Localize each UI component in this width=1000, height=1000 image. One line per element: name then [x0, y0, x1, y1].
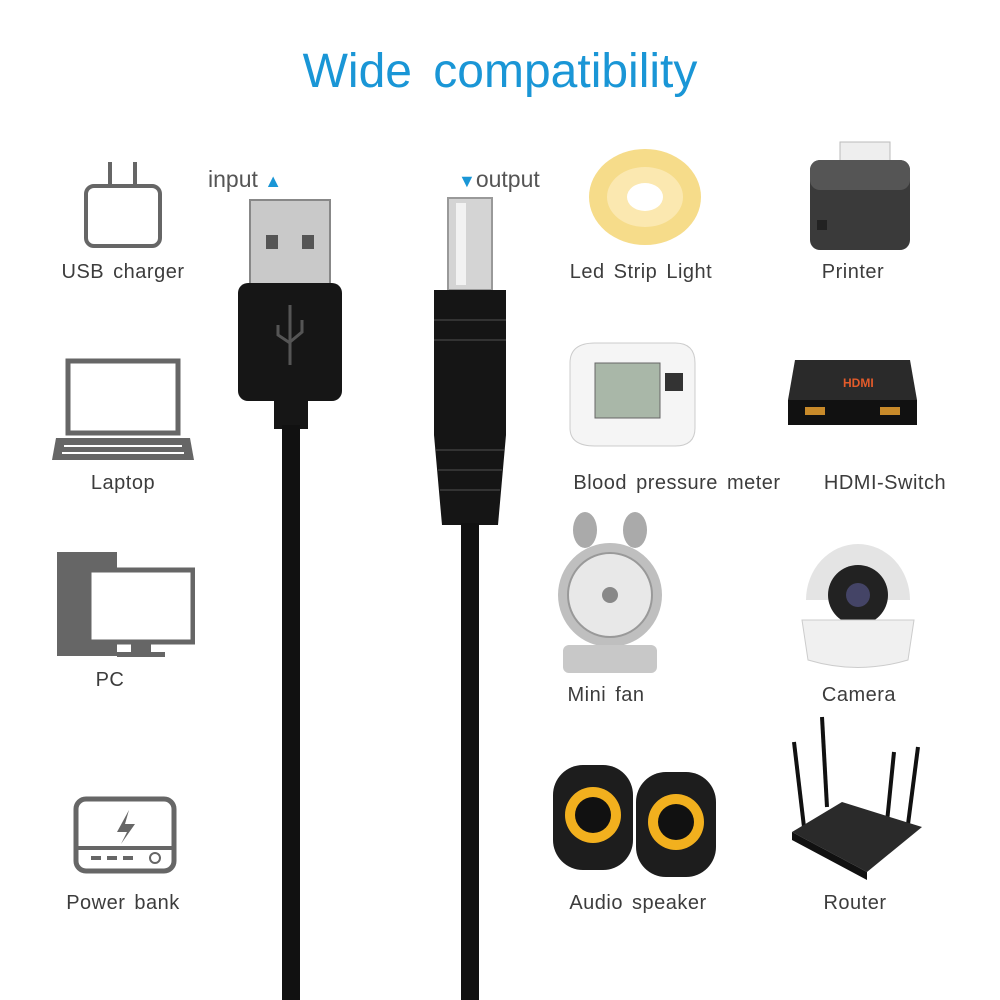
blood-pressure-meter-image: [569, 342, 696, 447]
input-label: input ▲: [208, 166, 282, 193]
page-title: Wide compatibility: [302, 45, 698, 98]
printer-image: [810, 141, 910, 250]
hdmi-logo-text: HDMI: [843, 376, 874, 390]
router-image: [792, 716, 922, 880]
device-label: Blood pressure meter: [573, 472, 781, 494]
device-label: HDMI-Switch: [823, 472, 947, 494]
dc-barrel-connector: [434, 197, 506, 1000]
usb-charger-icon: [84, 162, 162, 248]
camera-image: [801, 544, 915, 668]
device-label: Camera: [821, 684, 897, 706]
device-label: Mini fan: [567, 684, 645, 706]
pc-icon: [57, 552, 195, 657]
device-label: Router: [823, 892, 887, 914]
audio-speaker-image: [553, 765, 716, 877]
device-label: Led Strip Light: [569, 261, 713, 283]
device-label: Audio speaker: [569, 892, 707, 914]
up-triangle-icon: ▲: [264, 171, 283, 191]
usb-a-connector: [238, 199, 342, 1000]
power-bank-icon: [73, 796, 177, 874]
source-label: Power bank: [66, 892, 180, 914]
input-text: input: [208, 166, 258, 192]
down-triangle-icon: ▼: [458, 171, 476, 191]
laptop-icon: [52, 358, 194, 460]
source-label: PC: [95, 669, 125, 691]
device-label: Printer: [821, 261, 885, 283]
source-label: Laptop: [90, 472, 156, 494]
output-label: ▼output: [458, 166, 540, 193]
source-label: USB charger: [61, 261, 185, 283]
hdmi-switch-image: HDMI: [788, 360, 917, 425]
output-text: output: [475, 166, 540, 192]
mini-fan-image: [558, 512, 662, 673]
led-strip-image: [589, 149, 701, 245]
